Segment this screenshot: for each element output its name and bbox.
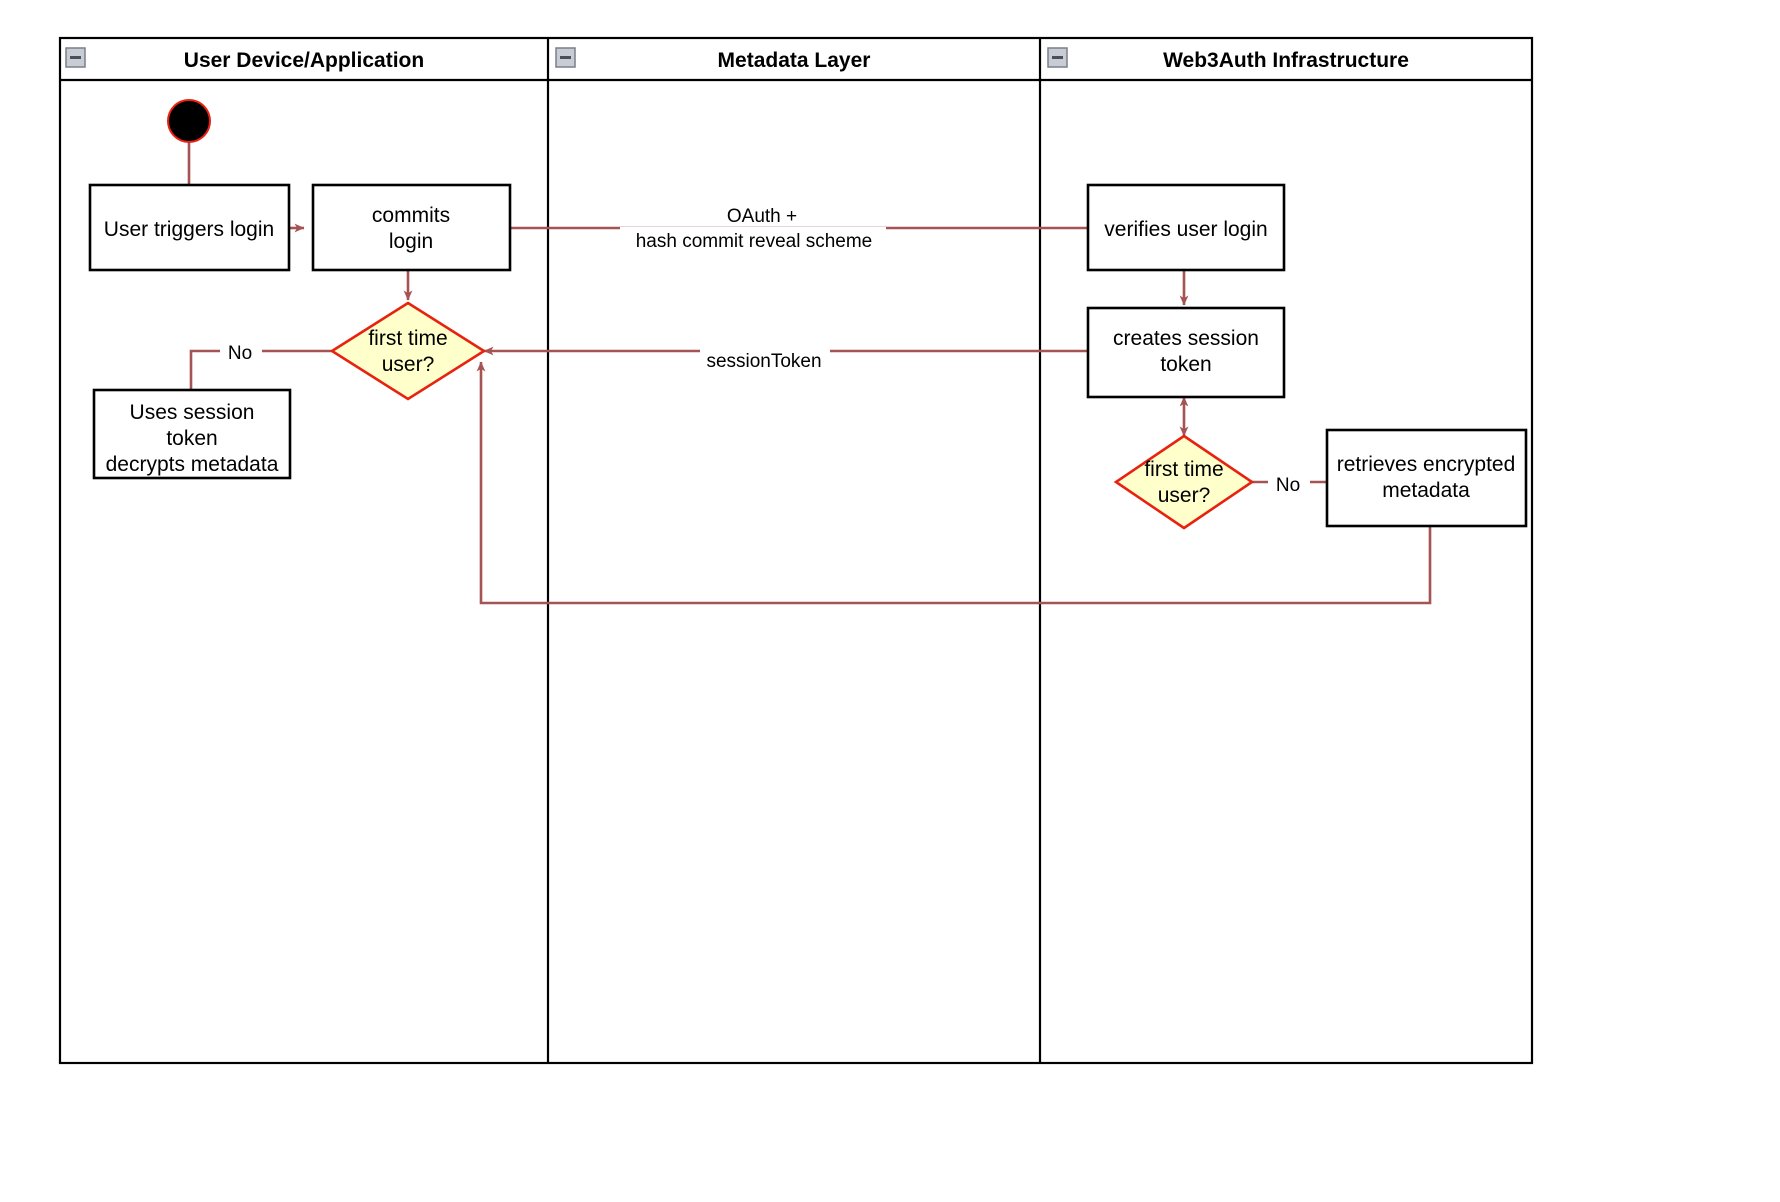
node-retrieves-encrypted-metadata[interactable]: retrieves encrypted metadata xyxy=(1325,428,1528,528)
node-label-line1: Uses session xyxy=(130,401,255,424)
node-label-line2: token xyxy=(166,427,217,450)
edge-label-no-right: No xyxy=(1276,475,1300,496)
collapse-minus-icon[interactable] xyxy=(555,47,576,68)
node-uses-session-token[interactable]: Uses session token decrypts metadata xyxy=(92,388,292,480)
node-user-triggers-login[interactable]: User triggers login xyxy=(88,183,291,272)
node-label-line1: first time xyxy=(1144,458,1223,481)
collapse-minus-icon[interactable] xyxy=(1047,47,1068,68)
swimlane-frame xyxy=(58,36,1534,1065)
edge-label-no-left: No xyxy=(228,343,252,364)
edge-decision-no-left xyxy=(189,349,344,390)
edge-label-session-token: sessionToken xyxy=(706,351,821,372)
node-creates-session-token[interactable]: creates session token xyxy=(1086,306,1286,399)
node-first-time-user-right[interactable]: first time user? xyxy=(1113,434,1255,530)
lane-header-web3auth[interactable]: Web3Auth Infrastructure xyxy=(1047,47,1409,72)
node-label-line1: retrieves encrypted xyxy=(1337,453,1516,476)
node-label: User triggers login xyxy=(104,218,274,241)
node-label-line1: creates session xyxy=(1113,327,1259,350)
node-label-line2: user? xyxy=(1158,484,1211,507)
node-label-line2: user? xyxy=(382,353,435,376)
lane-title-user-device: User Device/Application xyxy=(184,49,424,72)
edge-retrieves-back-to-decision-left xyxy=(476,361,1432,605)
edge-label-oauth-line1: OAuth + xyxy=(727,206,797,227)
node-label-line1: first time xyxy=(368,327,447,350)
node-label-line2: metadata xyxy=(1382,479,1470,502)
node-commits-login[interactable]: commits login xyxy=(311,183,512,272)
node-label: verifies user login xyxy=(1104,218,1267,241)
edge-labels: OAuth + hash commit reveal scheme sessio… xyxy=(220,199,1310,496)
lane-header-metadata[interactable]: Metadata Layer xyxy=(555,47,871,72)
lane-header-user-device[interactable]: User Device/Application xyxy=(65,47,424,72)
node-label-line3: decrypts metadata xyxy=(106,453,279,476)
collapse-minus-icon[interactable] xyxy=(65,47,86,68)
node-label-line2: token xyxy=(1160,353,1211,376)
node-label-line1: commits xyxy=(372,204,450,227)
node-verifies-user-login[interactable]: verifies user login xyxy=(1086,183,1286,272)
edge-label-oauth-line2: hash commit reveal scheme xyxy=(636,231,873,252)
node-first-time-user-left[interactable]: first time user? xyxy=(329,301,487,401)
node-label-line2: login xyxy=(389,230,433,253)
initial-node[interactable] xyxy=(167,99,211,143)
lane-title-web3auth: Web3Auth Infrastructure xyxy=(1163,49,1409,72)
lane-title-metadata: Metadata Layer xyxy=(718,49,871,72)
